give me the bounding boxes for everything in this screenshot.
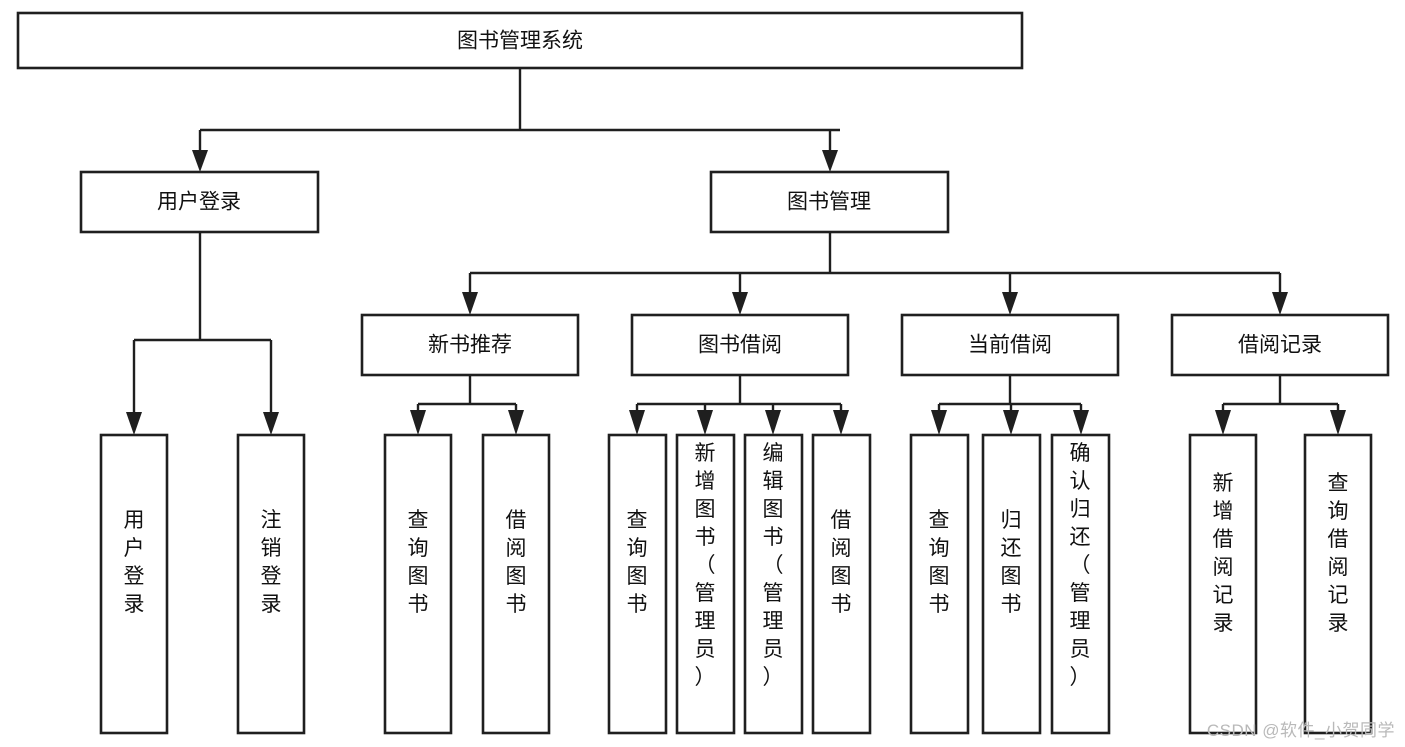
node-leaf-borrow-book-borrow[interactable]: 借阅图书 — [811, 433, 872, 735]
arrowhead-leaf-add-book — [697, 410, 713, 435]
node-leaf-confirm-return-box[interactable] — [1050, 433, 1111, 735]
node-user-login-label: 用户登录 — [157, 191, 241, 214]
arrowhead-leaf-logout-login — [263, 412, 279, 435]
node-leaf-user-login[interactable]: 用户登录 — [99, 433, 169, 735]
node-leaf-query-book-newbook-box[interactable] — [383, 433, 453, 735]
node-book-borrow[interactable]: 图书借阅 — [630, 313, 850, 377]
node-leaf-return-book-box[interactable] — [981, 433, 1042, 735]
node-leaf-add-borrow-record[interactable]: 新增借阅记录 — [1188, 433, 1258, 735]
node-current-borrow-label: 当前借阅 — [968, 334, 1052, 357]
node-leaf-user-login-label: 用户登录 — [124, 509, 145, 616]
node-leaf-query-book-current[interactable]: 查询图书 — [909, 433, 970, 735]
node-root-label: 图书管理系统 — [457, 30, 583, 53]
arrowhead-borrow-record — [1272, 292, 1288, 315]
node-leaf-query-book-current-label: 查询图书 — [929, 509, 950, 616]
node-book-manage[interactable]: 图书管理 — [709, 170, 950, 234]
arrowhead-leaf-confirm-return — [1073, 410, 1089, 435]
node-user-login[interactable]: 用户登录 — [79, 170, 320, 234]
node-leaf-logout-login-label: 注销登录 — [261, 509, 282, 616]
node-user-login-box[interactable] — [79, 170, 320, 234]
node-leaf-query-book-borrow[interactable]: 查询图书 — [607, 433, 668, 735]
node-book-borrow-label: 图书借阅 — [698, 334, 782, 357]
node-leaf-add-book-label: 新增图书（管理员） — [695, 442, 716, 689]
arrowhead-current-borrow — [1002, 292, 1018, 315]
arrowhead-new-book — [462, 292, 478, 315]
node-leaf-return-book[interactable]: 归还图书 — [981, 433, 1042, 735]
node-leaf-user-login-box[interactable] — [99, 433, 169, 735]
node-leaf-query-borrow-record-box[interactable] — [1303, 433, 1373, 735]
arrowhead-book-borrow — [732, 292, 748, 315]
node-current-borrow[interactable]: 当前借阅 — [900, 313, 1120, 377]
node-leaf-logout-login[interactable]: 注销登录 — [236, 433, 306, 735]
node-leaf-query-book-newbook[interactable]: 查询图书 — [383, 433, 453, 735]
node-leaf-return-book-label: 归还图书 — [1001, 509, 1022, 616]
node-leaf-borrow-book-borrow-box[interactable] — [811, 433, 872, 735]
arrowhead-leaf-return-book — [1003, 410, 1019, 435]
node-leaf-query-book-newbook-label: 查询图书 — [408, 509, 429, 616]
arrowhead-leaf-borrow-book-2 — [833, 410, 849, 435]
node-new-book-recommend[interactable]: 新书推荐 — [360, 313, 580, 377]
node-borrow-record-box[interactable] — [1170, 313, 1390, 377]
node-leaf-edit-book-box[interactable] — [743, 433, 804, 735]
node-leaf-edit-book-label: 编辑图书（管理员） — [763, 442, 784, 689]
node-leaf-add-book-box[interactable] — [675, 433, 736, 735]
node-leaf-borrow-book-newbook-box[interactable] — [481, 433, 551, 735]
arrowhead-book-manage — [822, 150, 838, 172]
node-leaf-add-borrow-record-label: 新增借阅记录 — [1213, 472, 1234, 635]
arrowhead-leaf-query-record — [1330, 410, 1346, 435]
node-leaf-borrow-book-borrow-label: 借阅图书 — [831, 509, 852, 616]
node-leaf-edit-book[interactable]: 编辑图书（管理员） — [743, 433, 804, 735]
node-book-manage-box[interactable] — [709, 170, 950, 234]
node-leaf-query-borrow-record[interactable]: 查询借阅记录 — [1303, 433, 1373, 735]
node-leaf-confirm-return-label: 确认归还（管理员） — [1070, 442, 1091, 689]
node-root[interactable]: 图书管理系统 — [16, 11, 1024, 70]
node-leaf-logout-login-box[interactable] — [236, 433, 306, 735]
node-leaf-query-book-borrow-label: 查询图书 — [627, 509, 648, 616]
node-current-borrow-box[interactable] — [900, 313, 1120, 377]
arrowhead-leaf-query-book-2 — [629, 410, 645, 435]
node-new-book-recommend-label: 新书推荐 — [428, 334, 512, 357]
node-leaf-query-book-current-box[interactable] — [909, 433, 970, 735]
arrowhead-leaf-edit-book — [765, 410, 781, 435]
node-book-manage-label: 图书管理 — [787, 191, 871, 214]
node-leaf-confirm-return[interactable]: 确认归还（管理员） — [1050, 433, 1111, 735]
node-borrow-record-label: 借阅记录 — [1238, 334, 1322, 357]
node-leaf-query-book-borrow-box[interactable] — [607, 433, 668, 735]
node-leaf-borrow-book-newbook[interactable]: 借阅图书 — [481, 433, 551, 735]
arrowhead-leaf-query-book-1 — [410, 410, 426, 435]
arrowhead-leaf-add-record — [1215, 410, 1231, 435]
node-leaf-query-borrow-record-label: 查询借阅记录 — [1328, 472, 1349, 635]
node-borrow-record[interactable]: 借阅记录 — [1170, 313, 1390, 377]
arrowhead-leaf-query-book-3 — [931, 410, 947, 435]
node-root-box[interactable] — [16, 11, 1024, 70]
node-new-book-recommend-box[interactable] — [360, 313, 580, 377]
node-leaf-borrow-book-newbook-label: 借阅图书 — [506, 509, 527, 616]
arrowhead-leaf-user-login — [126, 412, 142, 435]
arrowhead-leaf-borrow-book-1 — [508, 410, 524, 435]
node-leaf-add-borrow-record-box[interactable] — [1188, 433, 1258, 735]
node-leaf-add-book[interactable]: 新增图书（管理员） — [675, 433, 736, 735]
node-book-borrow-box[interactable] — [630, 313, 850, 377]
arrowhead-user-login — [192, 150, 208, 172]
connector-layer — [126, 68, 1346, 435]
